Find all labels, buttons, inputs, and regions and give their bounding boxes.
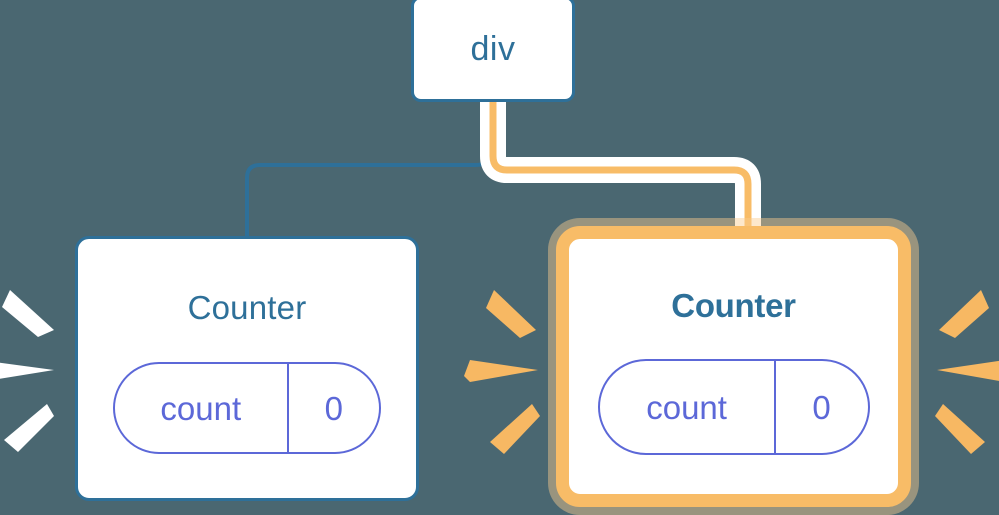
sparkle-right-outer (929, 282, 999, 462)
sparkle-ray-bottom-icon (935, 404, 985, 454)
sparkle-ray-middle-icon (937, 360, 999, 381)
sparkle-ray-bottom-icon (490, 404, 540, 454)
state-pill-counter-right[interactable]: count 0 (597, 359, 870, 455)
sparkle-left-outer (0, 282, 62, 462)
node-counter-left-title: Counter (187, 289, 307, 326)
sparkle-ray-top-icon (486, 290, 536, 338)
sparkle-ray-bottom-icon (4, 404, 54, 452)
node-counter-right-title: Counter (671, 287, 796, 324)
sparkle-ray-top-icon (939, 290, 989, 338)
node-div[interactable]: div (411, 0, 575, 102)
state-value-label: 0 (286, 364, 379, 452)
sparkle-ray-middle-icon (0, 362, 54, 379)
connector-div-to-counter-left (245, 98, 491, 240)
sparkle-ray-top-icon (2, 290, 54, 337)
state-value-label: 0 (773, 361, 868, 453)
state-key-label: count (646, 388, 727, 426)
state-pill-counter-left[interactable]: count 0 (113, 362, 381, 454)
state-key-label: count (160, 389, 242, 427)
sparkle-middle (462, 282, 540, 462)
node-div-label: div (470, 30, 516, 68)
node-counter-left[interactable]: Counter count 0 (75, 236, 419, 501)
node-counter-right[interactable]: Counter count 0 (556, 226, 911, 507)
sparkle-ray-middle-icon (464, 360, 538, 382)
